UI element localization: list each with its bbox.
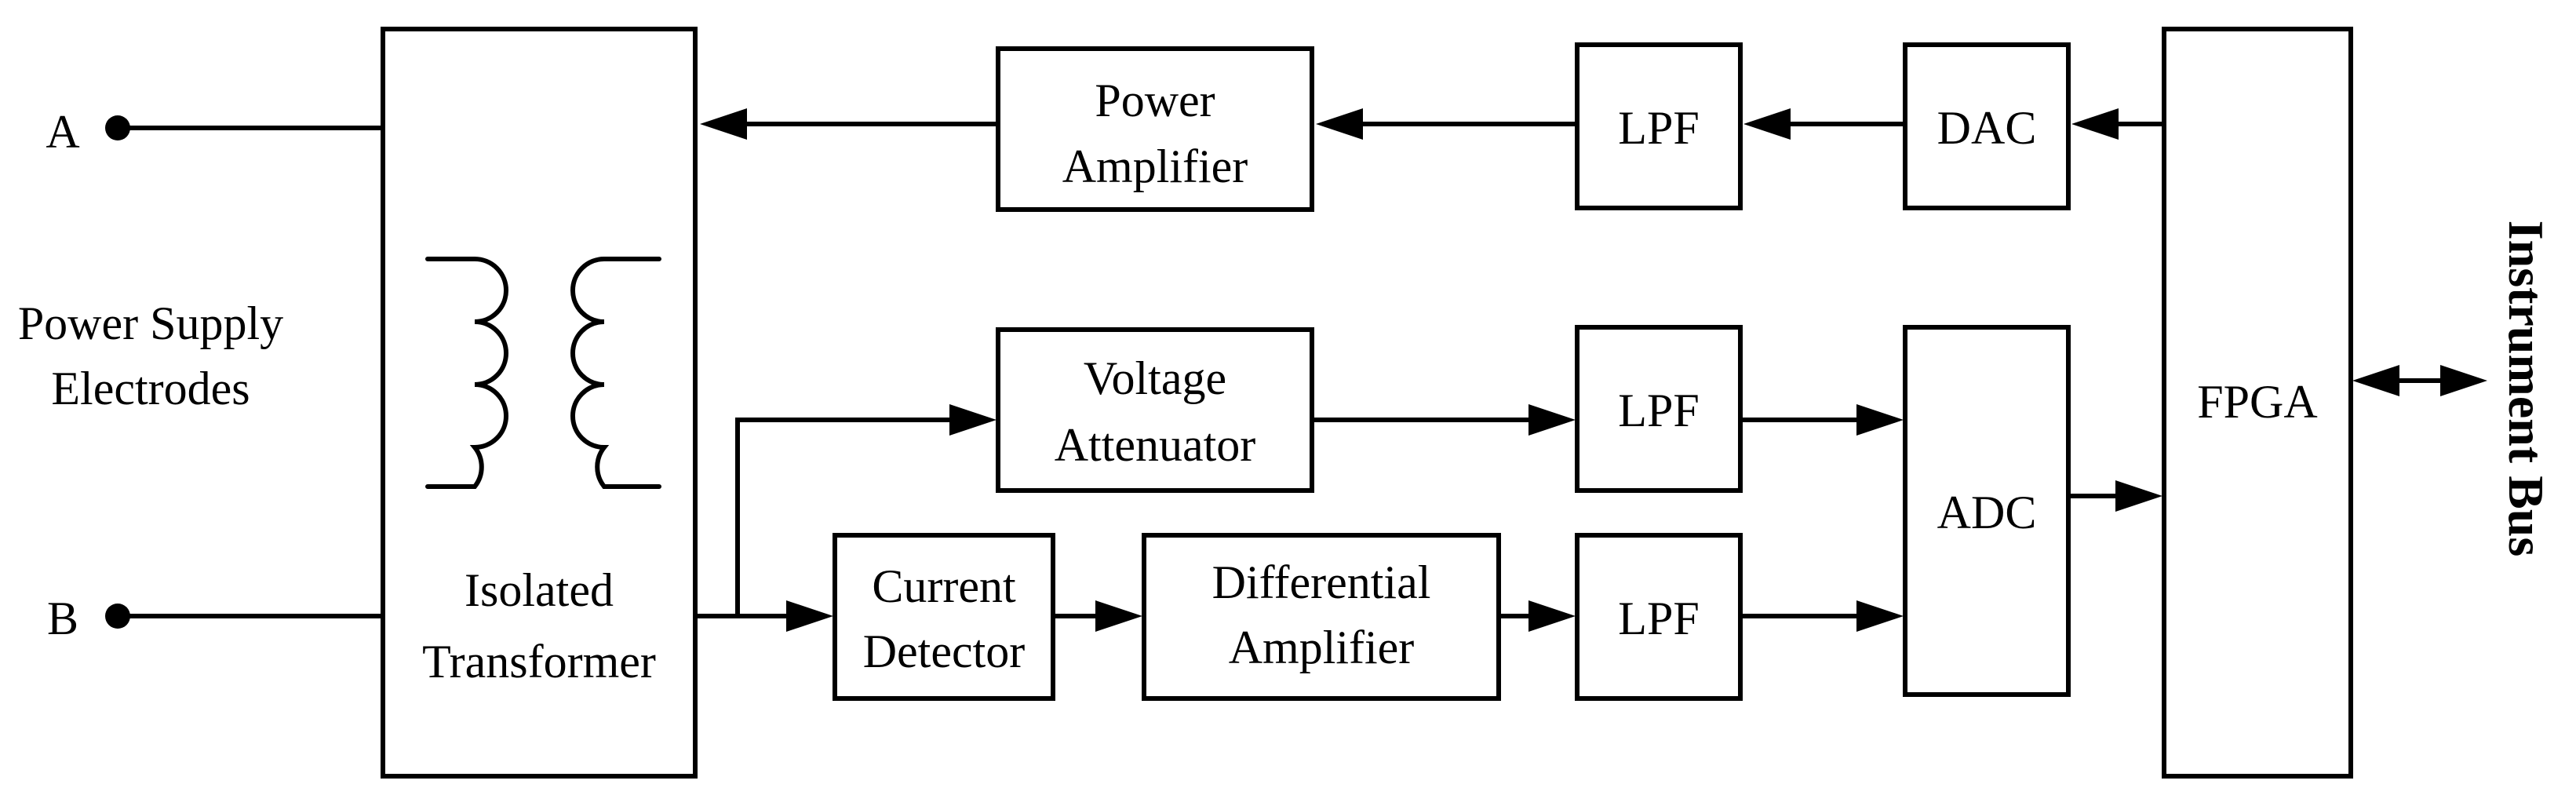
arrowhead-left-icon [2071,108,2119,140]
lpf-middle-label: LPF [1618,385,1699,436]
arrow-lpf-top-to-power-amplifier [1316,108,1577,140]
arrowhead-left-icon [700,108,747,140]
arrowhead-right-icon [2115,480,2162,512]
differential-amplifier-label-line2: Amplifier [1229,622,1415,673]
arrow-fpga-bus-bidirectional [2352,365,2487,396]
current-detector-label-line2: Detector [863,625,1026,677]
current-detector-label-line1: Current [872,560,1016,612]
arrow-fpga-to-dac [2071,108,2164,140]
arrowhead-right-icon [2440,365,2487,396]
adc-block: ADC [1903,325,2071,697]
dac-label: DAC [1937,102,2037,154]
power-amplifier-label-line1: Power [1095,75,1215,126]
arrowhead-right-icon [949,404,997,436]
arrowhead-right-icon [786,600,833,632]
instrument-bus-label: Instrument Bus [2498,221,2554,557]
arrow-dac-to-lpf-top [1743,108,1905,140]
voltage-attenuator-label-line2: Attenuator [1055,419,1256,471]
side-label-line2: Electrodes [51,363,250,414]
arrow-adc-to-fpga [2068,480,2162,512]
arrow-voltage-attenuator-to-lpf-middle [1312,404,1576,436]
side-label-line1: Power Supply [18,297,283,349]
terminal-b-label: B [47,593,78,644]
voltage-attenuator-block: Voltage Attenuator [996,327,1314,493]
differential-amplifier-block: Differential Amplifier [1142,533,1501,701]
lpf-middle-block: LPF [1575,325,1743,493]
dac-block: DAC [1903,42,2071,210]
wire-transformer-output [695,404,997,632]
arrowhead-left-icon [2352,365,2399,396]
arrowhead-right-icon [1856,600,1904,632]
terminal-a: A [46,106,383,158]
differential-amplifier-label-line1: Differential [1212,556,1431,608]
transformer-label-line2: Transformer [422,636,656,687]
arrow-differential-amplifier-to-lpf-bottom [1499,600,1576,632]
fpga-label: FPGA [2197,376,2317,428]
arrow-current-detector-to-differential-amplifier [1053,600,1142,632]
arrowhead-right-icon [1528,404,1576,436]
power-amplifier-block: Power Amplifier [996,46,1314,212]
isolated-transformer-block: Isolated Transformer [381,27,698,779]
fpga-block: FPGA [2162,27,2353,779]
lpf-top-block: LPF [1575,42,1743,210]
power-supply-electrodes-label: Power Supply Electrodes [18,297,283,414]
arrowhead-left-icon [1743,108,1791,140]
lpf-top-label: LPF [1618,102,1699,154]
lpf-bottom-label: LPF [1618,593,1699,644]
transformer-label-line1: Isolated [465,564,614,616]
adc-label: ADC [1937,487,2037,538]
arrowhead-right-icon [1528,600,1576,632]
arrow-lpf-bottom-to-adc [1740,600,1904,632]
arrow-power-amplifier-to-transformer [700,108,998,140]
arrowhead-right-icon [1856,404,1904,436]
lpf-bottom-block: LPF [1575,533,1743,701]
arrowhead-right-icon [1095,600,1142,632]
power-amplifier-label-line2: Amplifier [1062,140,1248,192]
voltage-attenuator-label-line1: Voltage [1084,352,1226,404]
transformer-primary-coil-icon [425,257,508,489]
arrow-lpf-middle-to-adc [1740,404,1904,436]
arrowhead-left-icon [1316,108,1363,140]
terminal-a-label: A [46,106,79,158]
terminal-b: B [47,593,383,644]
current-detector-block: Current Detector [833,533,1055,701]
transformer-secondary-coil-icon [570,257,661,489]
